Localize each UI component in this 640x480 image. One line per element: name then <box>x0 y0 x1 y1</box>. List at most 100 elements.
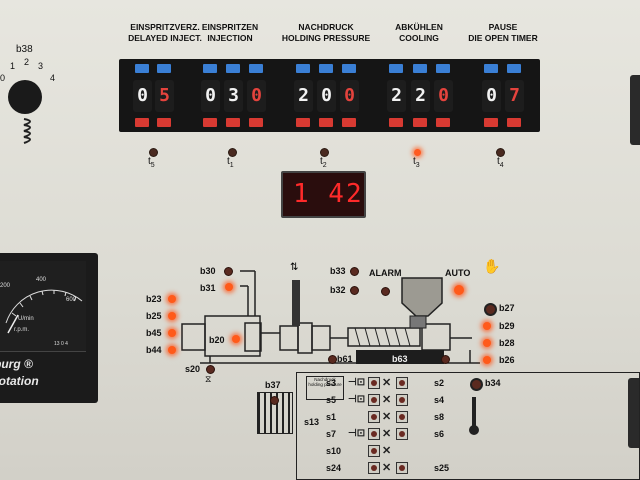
control-button[interactable] <box>396 462 408 474</box>
led-s20 <box>206 365 215 374</box>
cross-icon: ✕ <box>382 377 392 389</box>
holding-pressure-note: Nachdruck holding pressure <box>306 376 344 400</box>
row-right-label: s25 <box>434 463 450 473</box>
header-cooling: ABKÜHLEN COOLING <box>384 22 454 44</box>
led-b34 <box>470 378 483 391</box>
led-alarm <box>381 287 390 296</box>
row-left-label: s3 <box>326 378 337 388</box>
label-b29: b29 <box>499 321 515 331</box>
meter-code: 13 0 4 <box>54 341 68 347</box>
tachometer-dial-icon <box>5 289 83 334</box>
control-row-s10: s10 ✕ <box>326 444 496 459</box>
thumbwheel-strip: 0 5 0 3 0 2 0 0 2 2 0 0 7 <box>119 59 540 132</box>
thumbwheel-holding-d3[interactable]: 0 <box>340 64 359 127</box>
timer-label-t1: t1 <box>227 156 234 169</box>
thumbwheel-delay-d1[interactable]: 0 <box>133 64 152 127</box>
header-line1: NACHDRUCK <box>298 22 354 32</box>
display-value: 1 42 <box>293 179 364 209</box>
led-b44 <box>168 346 176 354</box>
led-b20 <box>232 335 240 343</box>
label-b20: b20 <box>209 335 225 345</box>
control-button[interactable] <box>368 411 380 423</box>
led-b61 <box>328 355 337 364</box>
thumbwheel-holding-d1[interactable]: 2 <box>294 64 313 127</box>
thumbwheel-injection-d3[interactable]: 0 <box>247 64 266 127</box>
thermometer-icon <box>469 397 479 435</box>
spring-icon <box>23 118 31 144</box>
side-handle-lower[interactable] <box>628 378 640 448</box>
row-left-label: s5 <box>326 395 337 405</box>
control-row-s24: s24 ✕ s25 <box>326 461 496 476</box>
header-line1: EINSPRITZVERZ. <box>130 22 200 32</box>
cross-icon: ✕ <box>382 411 392 423</box>
led-b37 <box>270 396 279 405</box>
control-button[interactable] <box>396 377 408 389</box>
thumbwheel-pause-d2[interactable]: 7 <box>505 64 524 127</box>
header-line1: EINSPRITZEN <box>201 22 259 32</box>
selector-scale-0: 0 <box>0 73 6 83</box>
control-button[interactable] <box>396 428 408 440</box>
row-right-label: s6 <box>434 429 445 439</box>
tachometer: 200 400 600 U/min r.p.m. 13 0 4 burg ® r… <box>0 253 98 403</box>
label-b27: b27 <box>499 303 515 313</box>
row-left-label: s1 <box>326 412 337 422</box>
control-button[interactable] <box>368 377 380 389</box>
row-right-label: s4 <box>434 395 445 405</box>
meter-scale-600: 600 <box>66 297 77 303</box>
label-b37: b37 <box>265 380 281 390</box>
selector-label: b38 <box>16 44 33 55</box>
label-b45: b45 <box>146 328 162 338</box>
timer-label-t5: t5 <box>148 156 155 169</box>
control-row-s1: s1 ✕ s8 <box>326 410 496 425</box>
thumbwheel-injection-d1[interactable]: 0 <box>201 64 220 127</box>
control-button[interactable] <box>368 394 380 406</box>
control-button[interactable] <box>368 445 380 457</box>
timer-label-t2: t2 <box>320 156 327 169</box>
cylinder-icon: ⊣⊡ <box>348 377 366 388</box>
thumbwheel-cooling-d3[interactable]: 0 <box>434 64 453 127</box>
thumbwheel-pause-d1[interactable]: 0 <box>482 64 501 127</box>
control-row-s5: s5 ⊣⊡ ✕ s4 <box>326 393 496 408</box>
header-line2: COOLING <box>399 33 439 43</box>
control-button[interactable] <box>368 462 380 474</box>
label-b25: b25 <box>146 311 162 321</box>
side-handle[interactable] <box>630 75 640 145</box>
header-line2: DELAYED INJECT. <box>128 33 202 43</box>
timer-label-t3: t3 <box>413 156 420 169</box>
label-b23: b23 <box>146 294 162 304</box>
led-auto <box>454 285 464 295</box>
header-line2: DIE OPEN TIMER <box>468 33 538 43</box>
cycle-counter-display: 1 42 <box>281 171 366 218</box>
meter-scale-200: 200 <box>0 283 11 289</box>
label-b26: b26 <box>499 355 515 365</box>
label-s20: s20 <box>185 364 201 374</box>
label-b61: b61 <box>337 354 353 364</box>
row-left-label: s24 <box>326 463 342 473</box>
control-button[interactable] <box>396 411 408 423</box>
row-right-label: s8 <box>434 412 445 422</box>
led-b26 <box>483 356 491 364</box>
control-button[interactable] <box>396 394 408 406</box>
control-button[interactable] <box>368 428 380 440</box>
led-b27 <box>484 303 497 316</box>
led-b30 <box>224 267 233 276</box>
meter-brand-line2: rotation <box>0 374 39 388</box>
valve-s20-icon: ⧖ <box>205 374 212 384</box>
thumbwheel-cooling-d2[interactable]: 2 <box>411 64 430 127</box>
led-b29 <box>483 322 491 330</box>
thumbwheel-injection-d2[interactable]: 3 <box>224 64 243 127</box>
label-b28: b28 <box>499 338 515 348</box>
thumbwheel-holding-d2[interactable]: 0 <box>317 64 336 127</box>
thumbwheel-delay-d2[interactable]: 5 <box>155 64 174 127</box>
timer-led-t1 <box>229 149 236 156</box>
label-b33: b33 <box>330 266 346 276</box>
control-row-s3: s3 ⊣⊡ ✕ s2 <box>326 376 496 391</box>
header-injection: EINSPRITZEN INJECTION <box>190 22 270 44</box>
label-auto: AUTO <box>445 268 471 278</box>
led-b31 <box>225 283 233 291</box>
cross-icon: ✕ <box>382 394 392 406</box>
cross-icon: ✕ <box>382 428 392 440</box>
selector-knob[interactable] <box>8 80 42 114</box>
thumbwheel-cooling-d1[interactable]: 2 <box>387 64 406 127</box>
